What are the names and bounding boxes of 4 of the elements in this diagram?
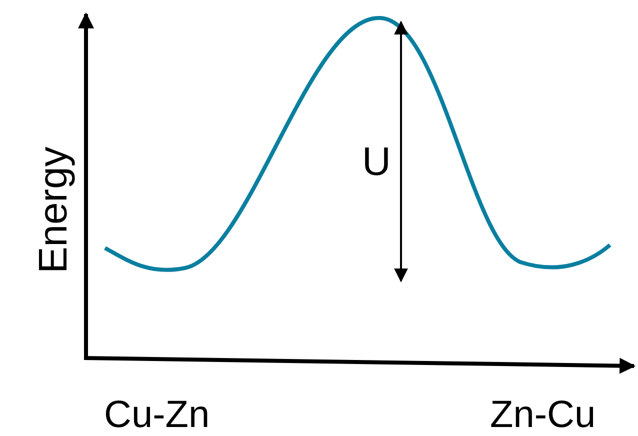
endpoint-label: Zn-Cu xyxy=(490,396,596,434)
endpoint-label: Cu-Zn xyxy=(104,396,210,434)
dimension-label: U xyxy=(362,142,391,182)
axis-label: Energy xyxy=(33,146,74,274)
